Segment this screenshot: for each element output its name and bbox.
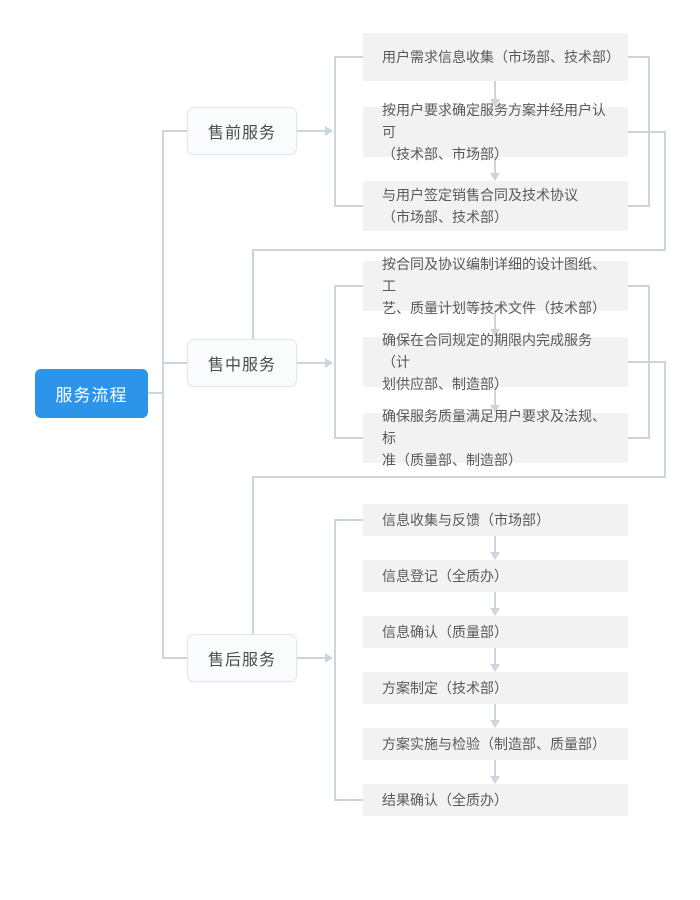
step-node-label: 信息登记（全质办）: [382, 568, 508, 584]
connector-down-c2: [494, 592, 496, 608]
connector-down-b1: [494, 311, 496, 329]
arrowhead-down-c4: [490, 720, 500, 728]
step-node: 按合同及协议编制详细的设计图纸、工 艺、质量计划等技术文件（技术部）: [363, 256, 628, 316]
connector-g1-stub-top: [335, 56, 363, 58]
connector-arrow-presale: [297, 130, 325, 132]
step-node: 按用户要求确定服务方案并经用户认可 （技术部、市场部）: [363, 102, 628, 162]
connector-r2-down-left: [252, 476, 254, 634]
step-node: 信息收集与反馈（市场部）: [363, 504, 628, 536]
arrowhead-down-a1: [490, 99, 500, 107]
step-node: 确保服务质量满足用户要求及法规、标 准（质量部、制造部）: [363, 408, 628, 468]
connector-down-a1: [494, 81, 496, 99]
connector-arrow-aftersale: [297, 657, 325, 659]
arrowhead-right-presale: [325, 126, 333, 136]
connector-g1-stub-bottom: [335, 205, 363, 207]
connector-r2-across: [252, 476, 666, 478]
group-node-midsale: 售中服务: [187, 339, 297, 387]
connector-down-b2: [494, 387, 496, 405]
arrowhead-right-aftersale: [325, 653, 333, 663]
arrowhead-down-a2: [490, 173, 500, 181]
connector-g3-stub-bottom: [335, 799, 363, 801]
group-node-aftersale: 售后服务: [187, 634, 297, 682]
connector-stub-presale: [163, 130, 187, 132]
step-node-label: 方案制定（技术部）: [382, 680, 508, 696]
group-node-label: 售后服务: [207, 652, 276, 669]
step-node-label: 方案实施与检验（制造部、质量部）: [382, 736, 606, 752]
connector-bracket-g1: [334, 56, 336, 207]
arrowhead-down-c3: [490, 664, 500, 672]
group-node-label: 售中服务: [207, 357, 276, 374]
step-node-label: 按合同及协议编制详细的设计图纸、工 艺、质量计划等技术文件（技术部）: [382, 256, 606, 316]
connector-g3-stub-top: [335, 519, 363, 521]
connector-down-c5: [494, 760, 496, 776]
step-node: 方案实施与检验（制造部、质量部）: [363, 728, 628, 760]
step-node: 用户需求信息收集（市场部、技术部）: [363, 33, 628, 81]
connector-g2-right-stub-top: [628, 285, 649, 287]
connector-root-out: [148, 392, 163, 394]
arrowhead-down-b2: [490, 405, 500, 413]
connector-bracket-g3: [334, 519, 336, 801]
step-node: 信息登记（全质办）: [363, 560, 628, 592]
connector-r1-across: [252, 249, 666, 251]
arrowhead-down-b1: [490, 329, 500, 337]
step-node-label: 信息收集与反馈（市场部）: [382, 512, 550, 528]
step-node-label: 按用户要求确定服务方案并经用户认可 （技术部、市场部）: [382, 102, 606, 162]
connector-r1-down-left: [252, 249, 254, 339]
group-node-presale: 售前服务: [187, 107, 297, 155]
root-node-service-process: 服务流程: [35, 369, 148, 418]
connector-g2-right-stub-bottom: [628, 437, 649, 439]
step-node-label: 结果确认（全质办）: [382, 792, 508, 808]
step-node-label: 确保服务质量满足用户要求及法规、标 准（质量部、制造部）: [382, 408, 606, 468]
step-node-label: 确保在合同规定的期限内完成服务（计 划供应部、制造部）: [382, 332, 592, 392]
step-node: 结果确认（全质办）: [363, 784, 628, 816]
connector-stub-midsale: [163, 362, 187, 364]
connector-arrow-midsale: [297, 362, 325, 364]
root-node-label: 服务流程: [55, 386, 128, 405]
step-node: 确保在合同规定的期限内完成服务（计 划供应部、制造部）: [363, 332, 628, 392]
connector-stub-aftersale: [163, 657, 187, 659]
connector-down-a2: [494, 157, 496, 173]
arrowhead-right-midsale: [325, 358, 333, 368]
arrowhead-down-c1: [490, 552, 500, 560]
connector-g1-right-stub-bottom: [628, 205, 649, 207]
connector-down-c4: [494, 704, 496, 720]
arrowhead-down-c2: [490, 608, 500, 616]
connector-down-c3: [494, 648, 496, 664]
connector-r2-out: [628, 361, 666, 363]
connector-bracket-g2: [334, 285, 336, 439]
connector-trunk: [162, 130, 164, 659]
connector-g1-right-stub-top: [628, 56, 649, 58]
step-node: 与用户签定销售合同及技术协议 （市场部、技术部）: [363, 181, 628, 231]
connector-r1-out: [628, 131, 666, 133]
connector-down-c1: [494, 536, 496, 552]
step-node: 信息确认（质量部）: [363, 616, 628, 648]
arrowhead-down-c5: [490, 776, 500, 784]
connector-r2-down-right: [664, 361, 666, 478]
connector-g2-stub-bottom: [335, 437, 363, 439]
group-node-label: 售前服务: [207, 125, 276, 142]
step-node-label: 与用户签定销售合同及技术协议 （市场部、技术部）: [382, 187, 578, 225]
step-node-label: 用户需求信息收集（市场部、技术部）: [382, 49, 620, 65]
connector-r1-down-right: [664, 131, 666, 251]
connector-g2-stub-top: [335, 285, 363, 287]
step-node-label: 信息确认（质量部）: [382, 624, 508, 640]
step-node: 方案制定（技术部）: [363, 672, 628, 704]
